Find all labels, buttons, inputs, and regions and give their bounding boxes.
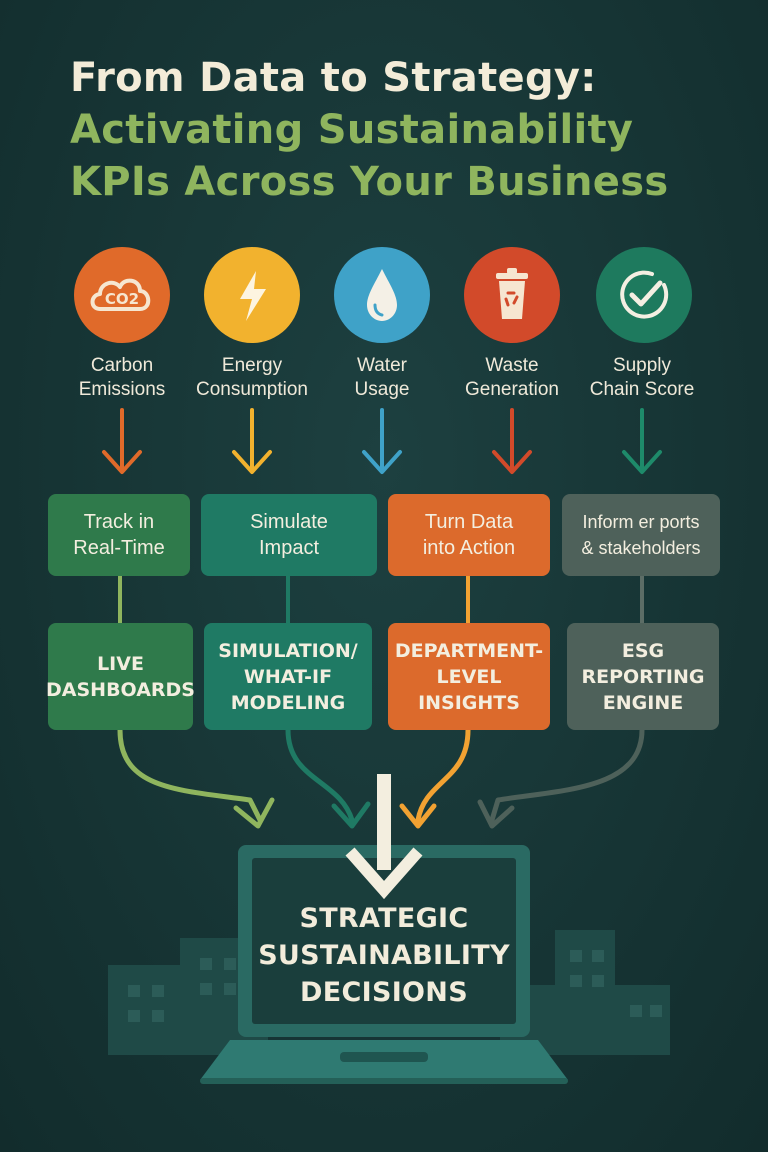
kpi-label-supply-chain: Supply Chain Score (589, 355, 695, 400)
title-line-3: KPIs Across Your Business (70, 159, 669, 205)
arrow-down-icon (102, 408, 142, 474)
arrow-down-icon (232, 408, 272, 474)
title-line-1: From Data to Strategy: (70, 55, 597, 101)
arrow-down-icon (492, 408, 532, 474)
kpi-label-water: Water Usage (354, 355, 410, 400)
page-title: From Data to Strategy: Activating Sustai… (70, 52, 750, 208)
check-circle-icon (596, 247, 692, 343)
kpi-label-carbon: Carbon Emissions (78, 355, 166, 400)
arrow-down-icon (362, 408, 402, 474)
outcome-text: STRATEGIC SUSTAINABILITY DECISIONS (258, 903, 510, 1008)
water-drop-icon (334, 247, 430, 343)
lightning-bolt-icon (204, 247, 300, 343)
kpi-label-waste: Waste Generation (464, 355, 559, 400)
svg-text:CO2: CO2 (105, 290, 139, 308)
title-line-2: Activating Sustainability (70, 107, 634, 153)
action-box-inform: Inform er ports& stakeholders (562, 494, 720, 576)
recycle-bin-icon (464, 247, 560, 343)
kpi-label-energy: Energy Consumption (196, 355, 308, 400)
co2-cloud-icon: CO2 (74, 247, 170, 343)
arrow-down-icon (345, 774, 423, 900)
arrow-down-icon (622, 408, 662, 474)
